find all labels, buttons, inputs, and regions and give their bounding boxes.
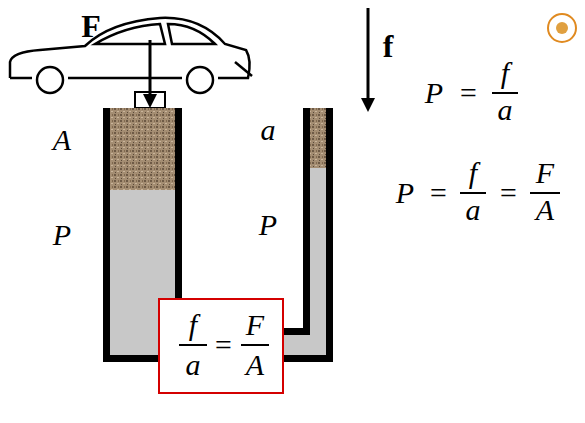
formula-symbol: A (246, 350, 264, 380)
formula-symbol: a (498, 95, 513, 125)
logo (548, 14, 576, 42)
force-arrow (143, 8, 375, 112)
formula-symbol: F (246, 310, 264, 340)
formula-symbol: a (466, 195, 481, 225)
formula-symbol: A (53, 125, 71, 155)
formula-symbol: P (53, 220, 71, 250)
formula-symbol: P (425, 78, 443, 108)
formula-symbol: a (261, 115, 276, 145)
formula-symbol: P (396, 178, 414, 208)
formula-symbol: P (259, 210, 277, 240)
formula-symbol: f (469, 158, 477, 188)
formula-symbol: = (428, 178, 448, 208)
formula-symbol: A (536, 195, 554, 225)
formula-symbol: = (458, 78, 478, 108)
formula-box: fa = FA (158, 298, 284, 394)
formula-symbol: f (189, 310, 197, 340)
formula-symbol: = (213, 330, 233, 360)
formula-symbol: f (501, 58, 509, 88)
force-label: f (383, 30, 394, 62)
formula-symbol: a (186, 350, 201, 380)
car (10, 18, 252, 108)
force-label: F (81, 10, 101, 42)
formula-symbol: F (536, 158, 554, 188)
formula-symbol: = (498, 178, 518, 208)
